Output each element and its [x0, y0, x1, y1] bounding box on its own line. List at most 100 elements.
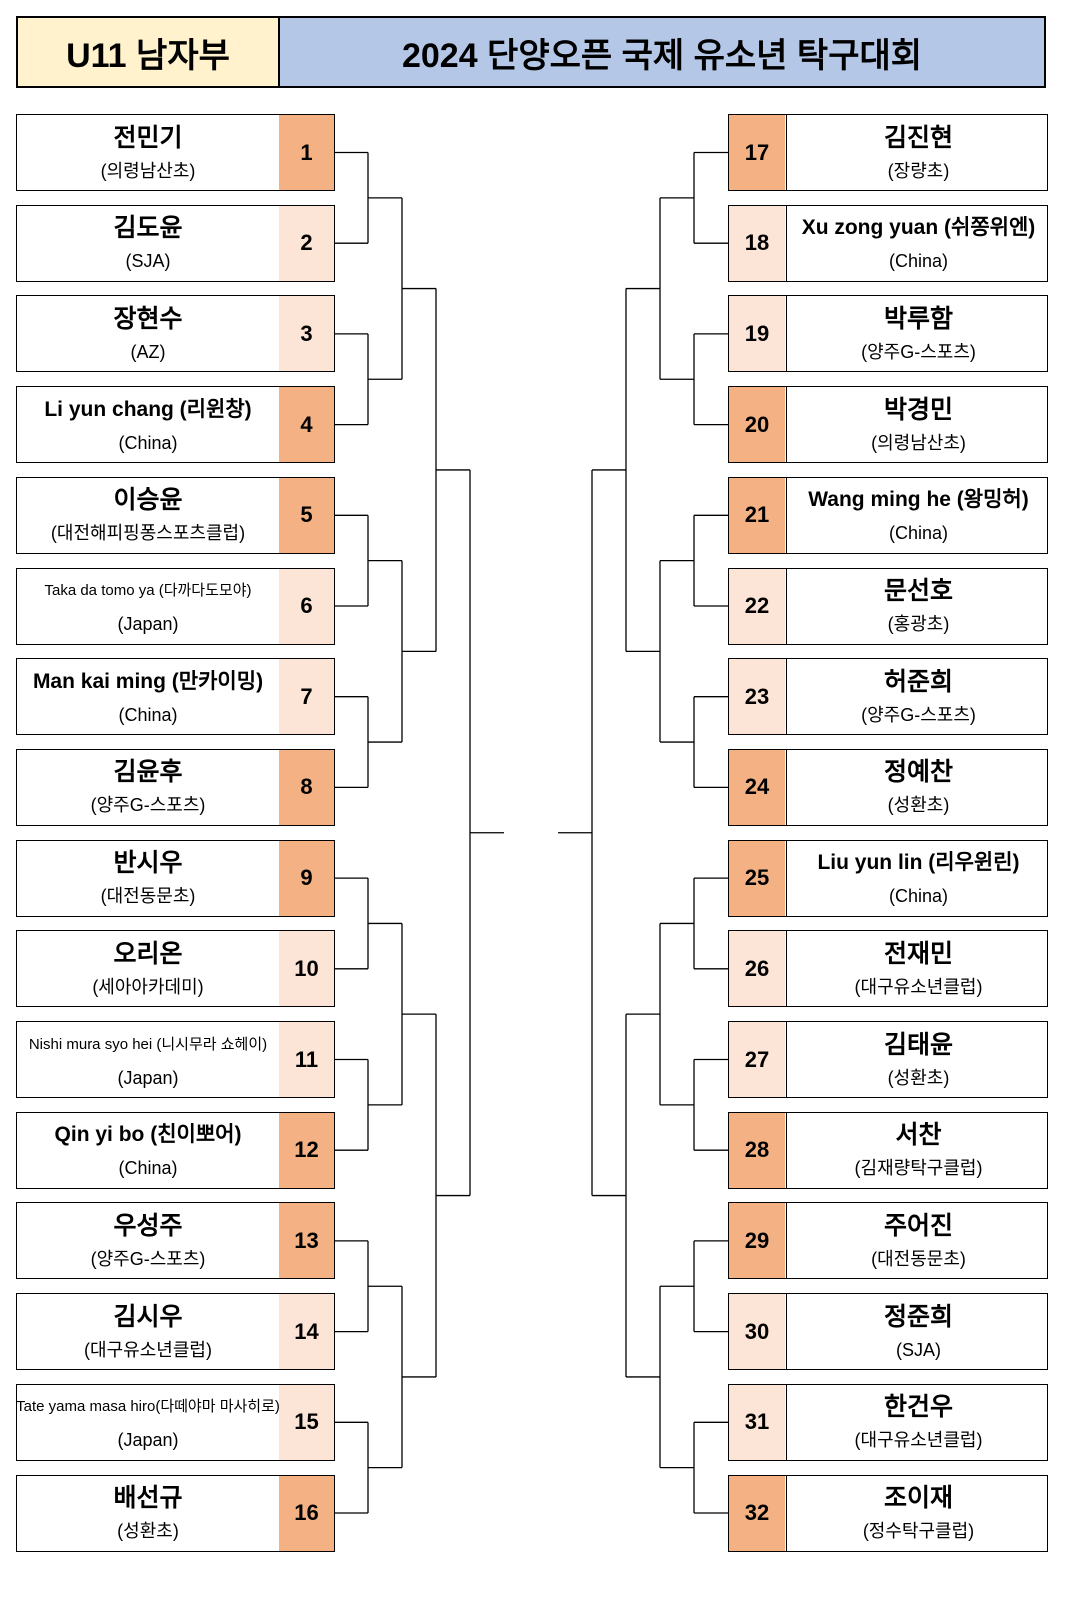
player-club: (China): [118, 1158, 178, 1179]
player-entry: Li yun chang (리윈창)(China)4: [16, 386, 335, 464]
player-club: (양주G-스포츠): [90, 1248, 206, 1269]
player-name: Taka da tomo ya (다까다도모야): [44, 582, 252, 599]
player-entry: Tate yama masa hiro(다떼야마 마사히로) (Japan) 15: [16, 1383, 335, 1461]
player-name: 박경민: [883, 395, 953, 424]
player-entry: Man kai ming (만카이밍)(China)7: [16, 658, 335, 736]
player-name: 오리온: [113, 939, 183, 968]
player-info: 배선규 (성환초): [17, 1475, 280, 1551]
player-name: 문선호: [883, 577, 953, 605]
seed-number: 21: [729, 477, 785, 553]
player-entry: Nishi mura syo hei (니시무라 쇼헤이)(Japan)11: [16, 1021, 335, 1098]
player-info: Liu yun lin (리우윈린) (China): [786, 840, 1050, 916]
player-entry: 김도윤 (SJA) 2: [16, 204, 335, 282]
player-entry: 박루함(양주G-스포츠)19: [728, 295, 1050, 373]
seed-number: 20: [729, 387, 785, 463]
player-name: 김진현: [883, 123, 953, 152]
player-info: 박루함(양주G-스포츠): [786, 296, 1050, 372]
player-club: (성환초): [117, 1521, 179, 1541]
player-info: 주어진(대전동문초): [786, 1203, 1050, 1279]
player-club: (성환초): [887, 1067, 950, 1088]
seed-number: 3: [279, 296, 334, 372]
player-club: (Japan): [117, 1430, 179, 1451]
player-name: Wang ming he (왕밍허): [808, 488, 1029, 512]
player-entry: Xu zong yuan (쉬쫑위엔)(China)18: [728, 204, 1050, 282]
seed-number: 10: [279, 931, 334, 1007]
player-entry: Wang ming he (왕밍허) (China) 21: [728, 476, 1050, 554]
player-info: 조이재(정수탁구클럽): [786, 1475, 1050, 1551]
player-club: (양주G-스포츠): [861, 704, 976, 725]
player-entry: 전민기(의령남산초)1: [16, 114, 335, 191]
player-name: Tate yama masa hiro(다떼야마 마사히로): [16, 1398, 280, 1416]
seed-number: 27: [729, 1022, 785, 1097]
player-club: (SJA): [125, 251, 171, 272]
player-name: 우성주: [113, 1211, 183, 1240]
player-club: (대전해피핑퐁스포츠클럽): [50, 523, 246, 544]
player-entry: 정예찬(성환초)24: [728, 748, 1050, 826]
player-info: Wang ming he (왕밍허) (China): [786, 477, 1050, 553]
player-info: 김태윤(성환초): [786, 1022, 1050, 1097]
player-name: Li yun chang (리윈창): [44, 397, 252, 421]
player-entry: 김태윤(성환초)27: [728, 1021, 1048, 1098]
seed-number: 26: [729, 931, 785, 1007]
player-name: 정준희: [883, 1302, 953, 1331]
player-club: (대구유소년클럽): [854, 1430, 983, 1451]
player-name: 배선규: [113, 1484, 183, 1512]
player-entry: Taka da tomo ya (다까다도모야)(Japan)6: [16, 567, 335, 645]
player-info: 전민기(의령남산초): [17, 115, 280, 190]
player-club: (대전동문초): [871, 1248, 966, 1269]
player-entry: 서찬(김재량탁구클럽)28: [728, 1111, 1048, 1189]
player-name: 서찬: [895, 1121, 942, 1150]
player-club: (대구유소년클럽): [84, 1339, 212, 1360]
seed-number: 1: [279, 115, 334, 190]
seed-number: 23: [729, 659, 785, 735]
player-name: 전민기: [113, 123, 183, 152]
seed-number: 15: [279, 1384, 334, 1460]
player-club: (의령남산초): [871, 432, 966, 453]
player-name: 김윤후: [113, 758, 183, 787]
player-name: 반시우: [113, 849, 183, 878]
player-club: (AZ): [130, 341, 166, 362]
seed-number: 24: [729, 749, 785, 825]
seed-number: 19: [729, 296, 785, 372]
player-name: Xu zong yuan (쉬쫑위엔): [801, 216, 1036, 240]
player-club: (China): [118, 704, 178, 725]
player-club: (China): [888, 523, 949, 544]
player-entry: 허준희 (양주G-스포츠) 23: [728, 658, 1050, 736]
player-info: 반시우(대전동문초): [17, 840, 280, 916]
player-entry: 문선호(홍광초)22: [728, 567, 1048, 645]
player-club: (장량초): [887, 160, 950, 181]
player-name: 조이재: [883, 1484, 953, 1512]
tournament-title: 2024 단양오픈 국제 유소년 탁구대회: [401, 36, 923, 75]
player-info: 한건우 (대구유소년클럽): [786, 1384, 1050, 1460]
seed-number: 30: [729, 1294, 785, 1370]
player-name: Liu yun lin (리우윈린): [817, 851, 1020, 875]
player-info: Xu zong yuan (쉬쫑위엔)(China): [786, 205, 1050, 281]
player-info: 우성주 (양주G-스포츠): [17, 1203, 280, 1279]
player-info: 정예찬(성환초): [786, 749, 1050, 825]
seed-number: 18: [729, 205, 785, 281]
player-entry: 주어진(대전동문초)29: [728, 1202, 1050, 1280]
seed-number: 2: [279, 205, 334, 281]
player-club: (홍광초): [887, 614, 950, 634]
player-info: 박경민 (의령남산초): [786, 387, 1050, 463]
player-entry: 한건우(대구유소년클럽)31: [728, 1383, 1050, 1461]
player-club: (China): [888, 886, 949, 907]
player-name: 김도윤: [113, 214, 183, 243]
player-club: (대구유소년클럽): [854, 976, 983, 997]
seed-number: 17: [729, 115, 785, 190]
seed-number: 8: [279, 749, 334, 825]
player-name: 한건우: [883, 1393, 953, 1422]
player-info: Taka da tomo ya (다까다도모야)(Japan): [17, 568, 280, 644]
player-info: 김진현 (장량초): [786, 115, 1050, 190]
seed-number: 11: [279, 1022, 334, 1097]
player-info: 허준희 (양주G-스포츠): [786, 659, 1050, 735]
seed-number: 29: [729, 1203, 785, 1279]
seed-number: 13: [279, 1203, 334, 1279]
player-name: 허준희: [883, 667, 953, 696]
player-info: Li yun chang (리윈창)(China): [17, 387, 280, 463]
player-info: 정준희(SJA): [786, 1294, 1050, 1370]
player-entry: Liu yun lin (리우윈린)(China)25: [728, 839, 1050, 917]
player-name: 박루함: [883, 304, 953, 333]
seed-number: 32: [729, 1475, 785, 1551]
seed-number: 4: [279, 387, 334, 463]
